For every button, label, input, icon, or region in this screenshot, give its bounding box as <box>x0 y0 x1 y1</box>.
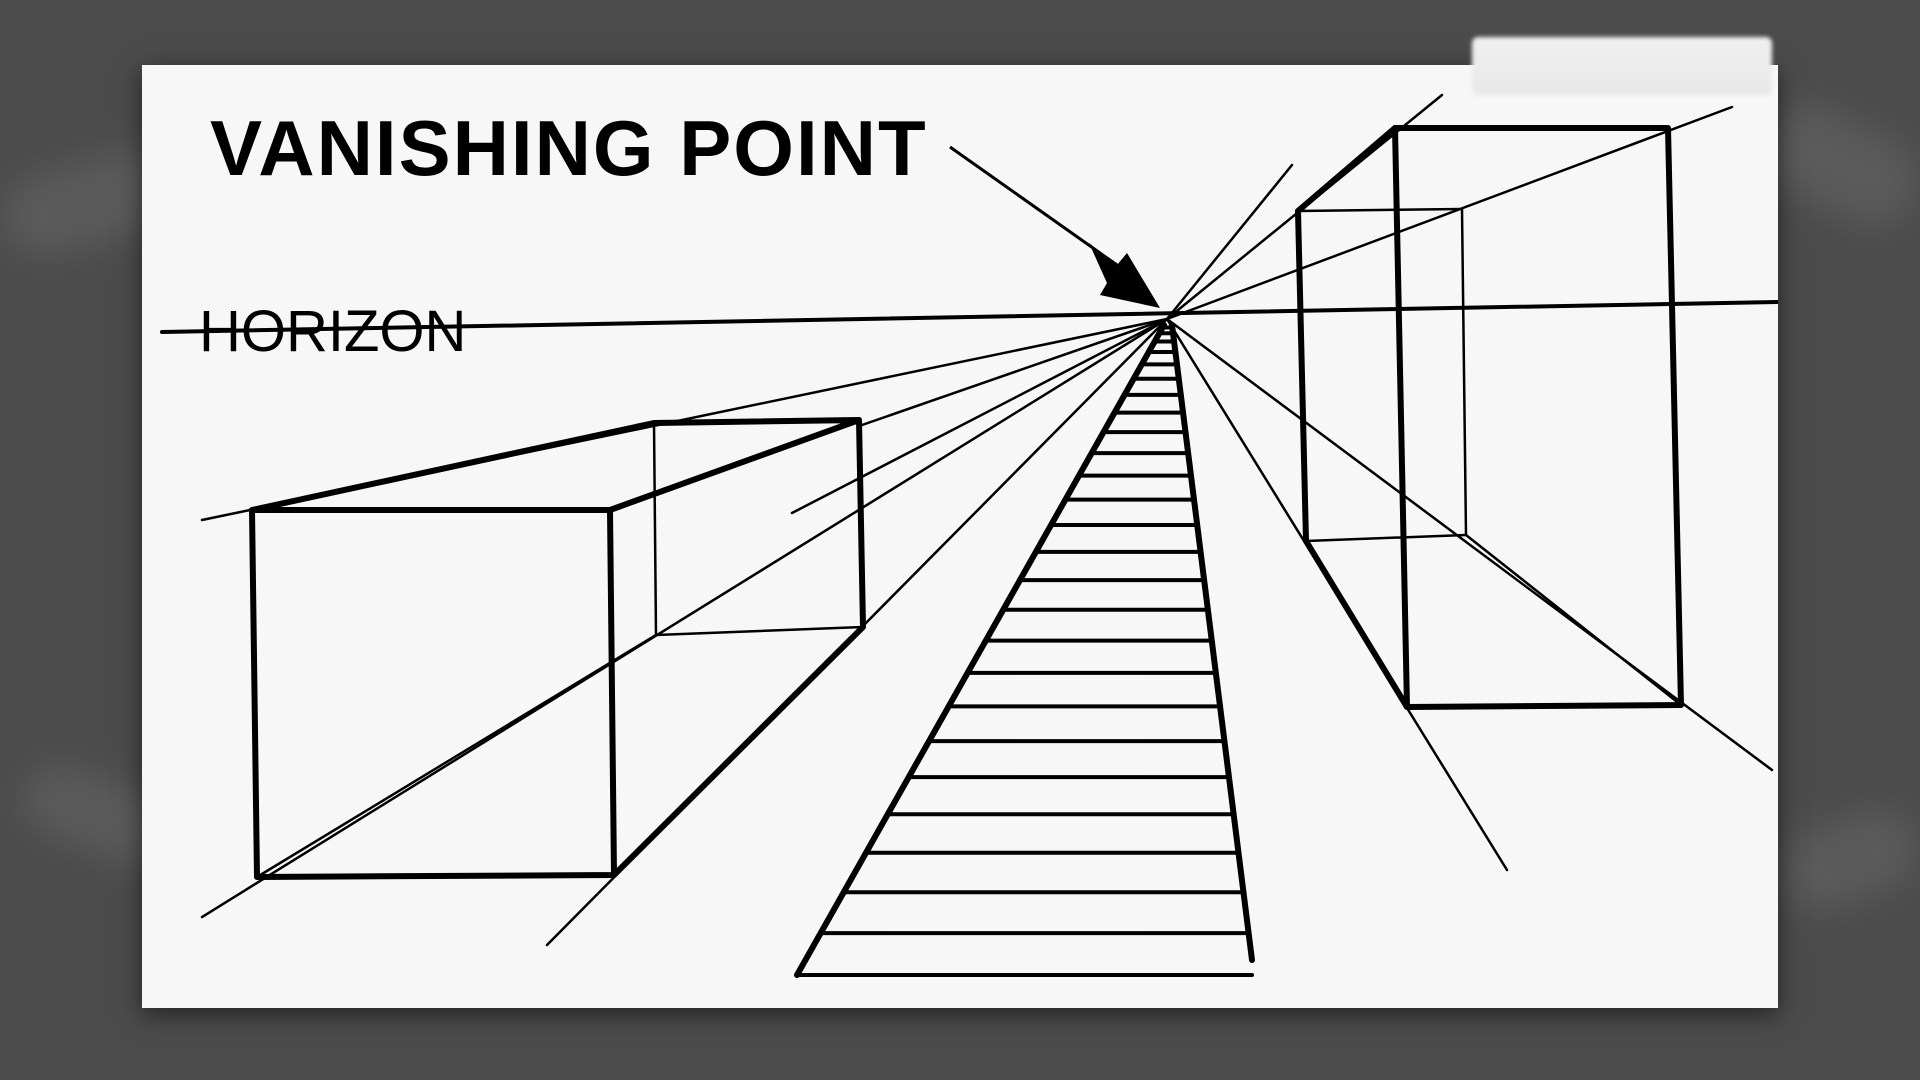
right-box-hidden-edges <box>1296 207 1683 707</box>
left-box <box>249 417 866 880</box>
railway-rails <box>794 322 1255 978</box>
vanishing-point-label: VANISHING POINT <box>210 104 928 192</box>
railway-ties <box>795 325 1254 977</box>
horizon-label: HORIZON <box>199 299 466 364</box>
perspective-diagram-card: VANISHING POINT HORIZON <box>142 37 1778 1008</box>
perspective-diagram: VANISHING POINT HORIZON <box>160 93 1778 978</box>
background-shape <box>1770 798 1920 922</box>
left-box-hidden-edges <box>255 421 865 879</box>
right-box <box>1295 125 1684 710</box>
horizon-line <box>160 300 1778 334</box>
perspective-lines <box>200 93 1774 947</box>
paper-tab <box>1472 37 1772 95</box>
vanishing-point-arrow <box>949 145 1160 308</box>
